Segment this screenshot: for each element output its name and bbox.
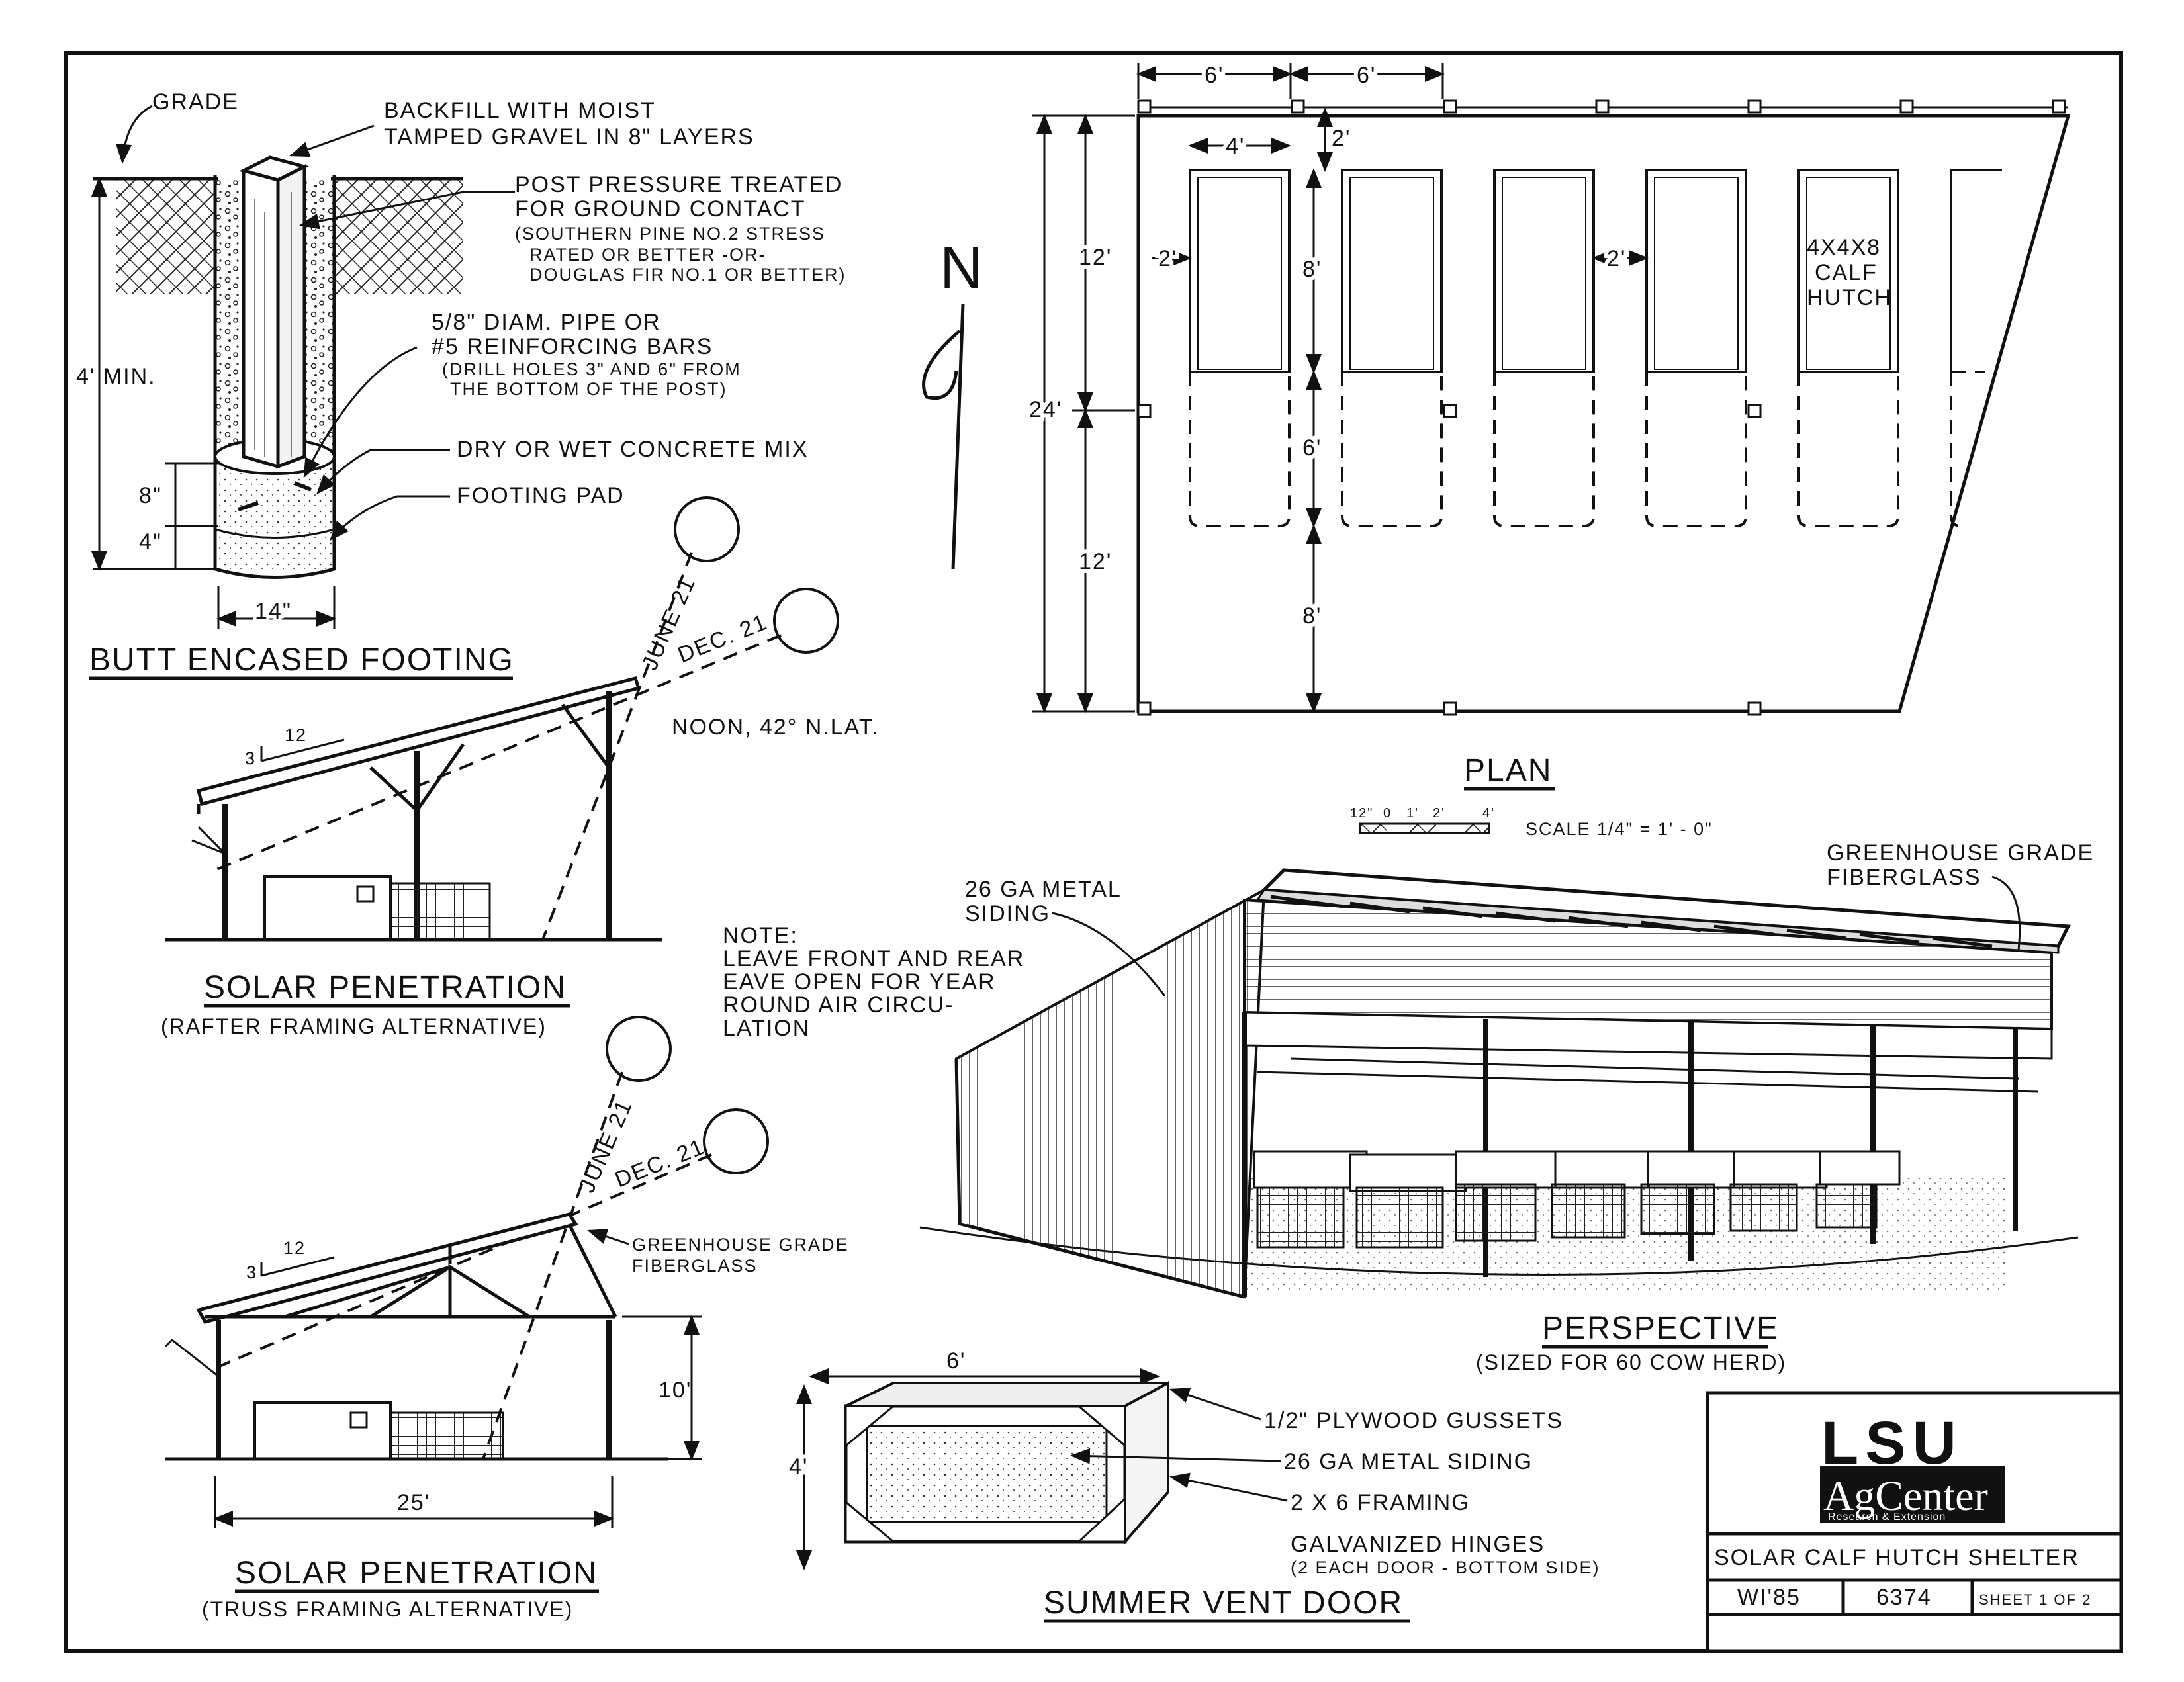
- perspective-subtitle: (SIZED FOR 60 COW HERD): [1476, 1350, 1786, 1374]
- note-label-1: NOTE:: [723, 923, 798, 948]
- pipe-label-4: THE BOTTOM OF THE POST): [450, 379, 727, 399]
- scale-tick-12in: 12": [1350, 806, 1373, 820]
- hutch-label-1: 4X4X8: [1807, 235, 1881, 260]
- post-label-4: RATED OR BETTER -OR-: [529, 245, 766, 265]
- dim-4-inch: 4": [139, 529, 162, 554]
- lsu-agcenter-logo: LSU AgCenter Research & Extension: [1820, 1409, 2005, 1523]
- pipe-label-2: #5 REINFORCING BARS: [432, 334, 713, 359]
- vent-door-width-dim: 6': [946, 1349, 966, 1374]
- vent-label-hinges-note: (2 EACH DOOR - BOTTOM SIDE): [1291, 1558, 1600, 1577]
- truss-width-dim: 25': [397, 1490, 430, 1515]
- scale-tick-0: 0: [1383, 806, 1392, 820]
- scale-tick-4ft: 4': [1482, 806, 1495, 820]
- perspective-view: 26 GA METAL SIDING GREENHOUSE GRADE FIBE…: [723, 840, 2094, 1374]
- perspective-hutches: [1253, 1150, 1901, 1249]
- title-block: LSU AgCenter Research & Extension SOLAR …: [1706, 1391, 2123, 1653]
- plan-posts: [1137, 99, 2066, 716]
- north-arrow: N: [922, 235, 984, 570]
- noon-label: NOON, 42° N.LAT.: [672, 715, 879, 740]
- plan-dim-2-top: 2': [1332, 126, 1351, 151]
- truss-slope-rise: 3: [246, 1262, 257, 1282]
- vent-door-height-dim: 4': [789, 1454, 808, 1480]
- rafter-slope-rise: 3: [245, 748, 256, 768]
- rafter-slope-run: 12: [285, 725, 307, 745]
- footing-title: BUTT ENCASED FOOTING: [89, 642, 514, 678]
- plan-dim-6b: 6': [1357, 63, 1376, 88]
- vent-label-siding: 26 GA METAL SIDING: [1284, 1449, 1533, 1474]
- drawing-title: SOLAR CALF HUTCH SHELTER: [1714, 1545, 2079, 1570]
- north-label: N: [940, 235, 984, 301]
- truss-fiber-label-2: FIBERGLASS: [632, 1256, 758, 1276]
- drawing-date: WI'85: [1737, 1585, 1801, 1610]
- plan-title: PLAN: [1464, 753, 1552, 788]
- truss-fiber-label-1: GREENHOUSE GRADE: [632, 1235, 849, 1255]
- truss-dec-label: DEC. 21: [612, 1134, 708, 1193]
- scale-tick-2ft: 2': [1433, 806, 1445, 820]
- vent-label-framing: 2 X 6 FRAMING: [1291, 1490, 1471, 1515]
- note-label-5: LATION: [723, 1016, 810, 1041]
- note-label-4: ROUND AIR CIRCU-: [723, 993, 954, 1018]
- pad-label: FOOTING PAD: [457, 483, 625, 508]
- footing-detail: GRADE BACKFILL WITH MOIST TAMPED GRAVEL …: [76, 89, 846, 680]
- post-label-1: POST PRESSURE TREATED: [515, 172, 842, 197]
- plan-dim-2a: 2': [1158, 246, 1177, 271]
- backfill-label-2: TAMPED GRAVEL IN 8" LAYERS: [384, 124, 754, 150]
- vent-label-gussets: 1/2" PLYWOOD GUSSETS: [1264, 1408, 1563, 1433]
- post-label-5: DOUGLAS FIR NO.1 OR BETTER): [529, 265, 846, 285]
- perspective-title: PERSPECTIVE: [1542, 1311, 1779, 1346]
- scale-bar: 12" 0 1' 2' 4' SCALE 1/4" = 1' - 0": [1350, 806, 1713, 839]
- hutch-label-3: HUTCH: [1807, 285, 1892, 310]
- dim-8-inch: 8": [139, 483, 162, 508]
- perspective-fiber-label-2: FIBERGLASS: [1827, 865, 1981, 890]
- rafter-subtitle: (RAFTER FRAMING ALTERNATIVE): [161, 1014, 547, 1038]
- plan-dim-4: 4': [1226, 134, 1245, 159]
- plan-dim-8a: 8': [1302, 257, 1322, 282]
- truss-title: SOLAR PENETRATION: [235, 1556, 598, 1591]
- sheet-number: SHEET 1 OF 2: [1979, 1591, 2091, 1608]
- perspective-fiber-label-1: GREENHOUSE GRADE: [1827, 840, 2094, 865]
- post-label-2: FOR GROUND CONTACT: [515, 197, 806, 222]
- truss-slope-run: 12: [283, 1238, 306, 1258]
- plan-dim-2b: 2': [1607, 246, 1626, 271]
- plan-dim-12b: 12': [1079, 549, 1112, 574]
- post-label-3: (SOUTHERN PINE NO.2 STRESS: [515, 224, 825, 243]
- rafter-dec-label: DEC. 21: [674, 609, 771, 668]
- scale-label: SCALE 1/4" = 1' - 0": [1525, 819, 1713, 839]
- vent-door-detail: 6' 4' 1/2" PLYWOOD GUSSETS 26 GA METAL S…: [785, 1349, 1600, 1623]
- plan-dim-6-mid: 6': [1302, 435, 1322, 461]
- plan-hutches: [1189, 169, 2002, 527]
- grade-label: GRADE: [152, 89, 239, 114]
- pipe-label-3: (DRILL HOLES 3" AND 6" FROM: [442, 359, 741, 379]
- rafter-title: SOLAR PENETRATION: [204, 970, 567, 1005]
- perspective-siding-label-2: SIDING: [965, 901, 1050, 926]
- solar-truss-diagram: JUNE 21 DEC. 21 GREENHOUSE GRADE FIBERGL…: [164, 1016, 849, 1621]
- plan-view: 6' 6' 4' 2' 12' 12' 24' 2' 2' 8' 6' 8' 4…: [1025, 59, 2071, 839]
- logo-tag-text: Research & Extension: [1828, 1511, 1946, 1523]
- note-label-2: LEAVE FRONT AND REAR: [723, 946, 1024, 971]
- hutch-label-2: CALF: [1815, 260, 1878, 285]
- depth-dimension: 4' MIN.: [76, 364, 156, 389]
- vent-label-hinges: GALVANIZED HINGES: [1291, 1532, 1545, 1557]
- concrete-label: DRY OR WET CONCRETE MIX: [457, 437, 809, 462]
- plan-dim-12a: 12': [1079, 245, 1112, 270]
- plan-dim-24: 24': [1029, 397, 1062, 422]
- logo-sub-text: AgCenter: [1823, 1472, 1988, 1519]
- truss-height-dim: 10': [659, 1378, 692, 1403]
- sheet-border: [64, 51, 2123, 1653]
- backfill-label-1: BACKFILL WITH MOIST: [384, 98, 656, 123]
- plan-dim-6a: 6': [1205, 63, 1224, 88]
- plan-dim-8b: 8': [1302, 603, 1322, 629]
- scale-tick-1ft: 1': [1406, 806, 1419, 820]
- perspective-siding-label-1: 26 GA METAL: [965, 877, 1122, 902]
- note-label-3: EAVE OPEN FOR YEAR: [723, 969, 996, 995]
- vent-door-title: SUMMER VENT DOOR: [1044, 1585, 1403, 1620]
- pipe-label-1: 5/8" DIAM. PIPE OR: [432, 310, 661, 335]
- drawing-number: 6374: [1876, 1585, 1932, 1610]
- dim-14-inch: 14": [255, 599, 292, 624]
- truss-subtitle: (TRUSS FRAMING ALTERNATIVE): [202, 1597, 573, 1621]
